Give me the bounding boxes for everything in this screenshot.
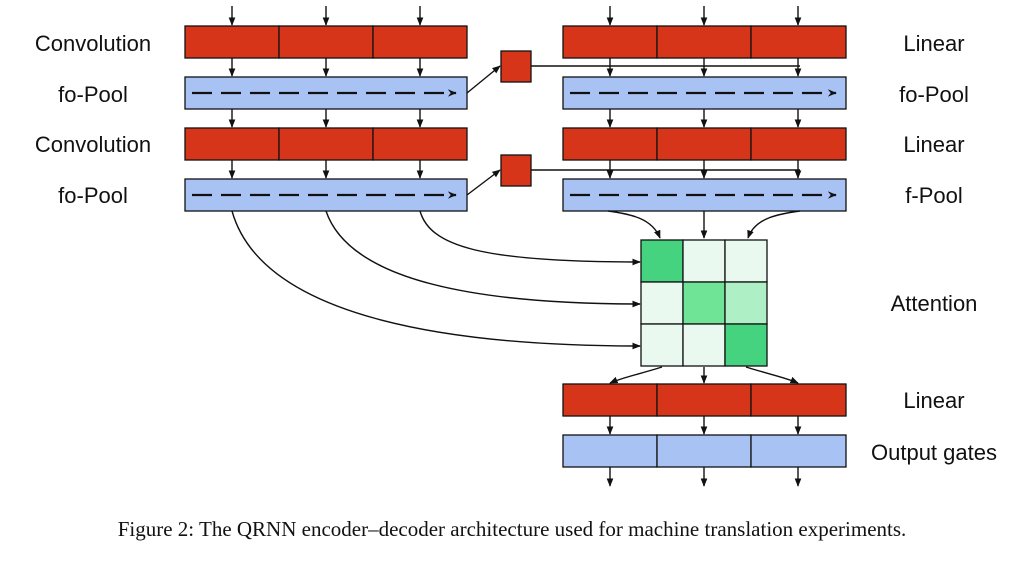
output-gates-label: Output gates [871, 440, 997, 465]
attention-cell [724, 323, 768, 367]
decoder-linear-block-1 [562, 25, 847, 59]
attention-output-arrow [745, 366, 799, 384]
encoder-fo-pool-label-1: fo-Pool [58, 82, 128, 107]
output-linear-block [562, 383, 847, 417]
encoder-to-attention-arrows [231, 210, 641, 350]
output-gates-block [562, 434, 847, 468]
encoder-state-bridge-2 [466, 154, 800, 196]
bridge-arrow [466, 65, 501, 94]
encoder-fo-pool-block-1 [184, 76, 468, 110]
decoder-linear-label-1: Linear [903, 31, 964, 56]
attention-output-arrow [609, 366, 663, 384]
attention-key-arrow [419, 210, 641, 266]
bridge-arrow [466, 169, 501, 196]
decoder-f-pool-label: f-Pool [905, 183, 962, 208]
decoder-linear-block-2 [562, 127, 847, 161]
decoder-f-pool-block [562, 178, 847, 212]
attention-label: Attention [891, 291, 978, 316]
encoder-fo-pool-block-2 [184, 178, 468, 212]
encoder-fo-pool-label-2: fo-Pool [58, 183, 128, 208]
output-linear-label: Linear [903, 388, 964, 413]
encoder-state-bridge-1 [466, 50, 800, 94]
attention-cell [640, 281, 684, 325]
decoder-fo-pool-label: fo-Pool [899, 82, 969, 107]
attention-cell [724, 281, 768, 325]
attention-cell [682, 323, 726, 367]
encoder-stack [184, 6, 468, 212]
encoder-final-state-box [500, 154, 532, 187]
attention-cell [640, 323, 684, 367]
encoder-convolution-label-1: Convolution [35, 31, 151, 56]
encoder-convolution-block-2 [184, 127, 468, 161]
attention-key-arrow [325, 210, 641, 308]
decoder-linear-label-2: Linear [903, 132, 964, 157]
attention-cell [724, 239, 768, 283]
decoder-to-attention-arrows [607, 210, 801, 239]
attention-cell [682, 281, 726, 325]
encoder-convolution-label-2: Convolution [35, 132, 151, 157]
attention-key-arrow [231, 210, 641, 350]
encoder-final-state-box [500, 50, 532, 83]
decoder-stack [562, 6, 847, 212]
attention-matrix [640, 239, 768, 367]
attention-cell [682, 239, 726, 283]
attention-query-arrow [607, 210, 661, 239]
attention-cell [640, 239, 684, 283]
figure-caption: Figure 2: The QRNN encoder–decoder archi… [118, 517, 907, 541]
attention-query-arrow [747, 210, 801, 239]
attention-to-output-arrows [609, 366, 799, 384]
encoder-convolution-block-1 [184, 25, 468, 59]
decoder-fo-pool-block [562, 76, 847, 110]
